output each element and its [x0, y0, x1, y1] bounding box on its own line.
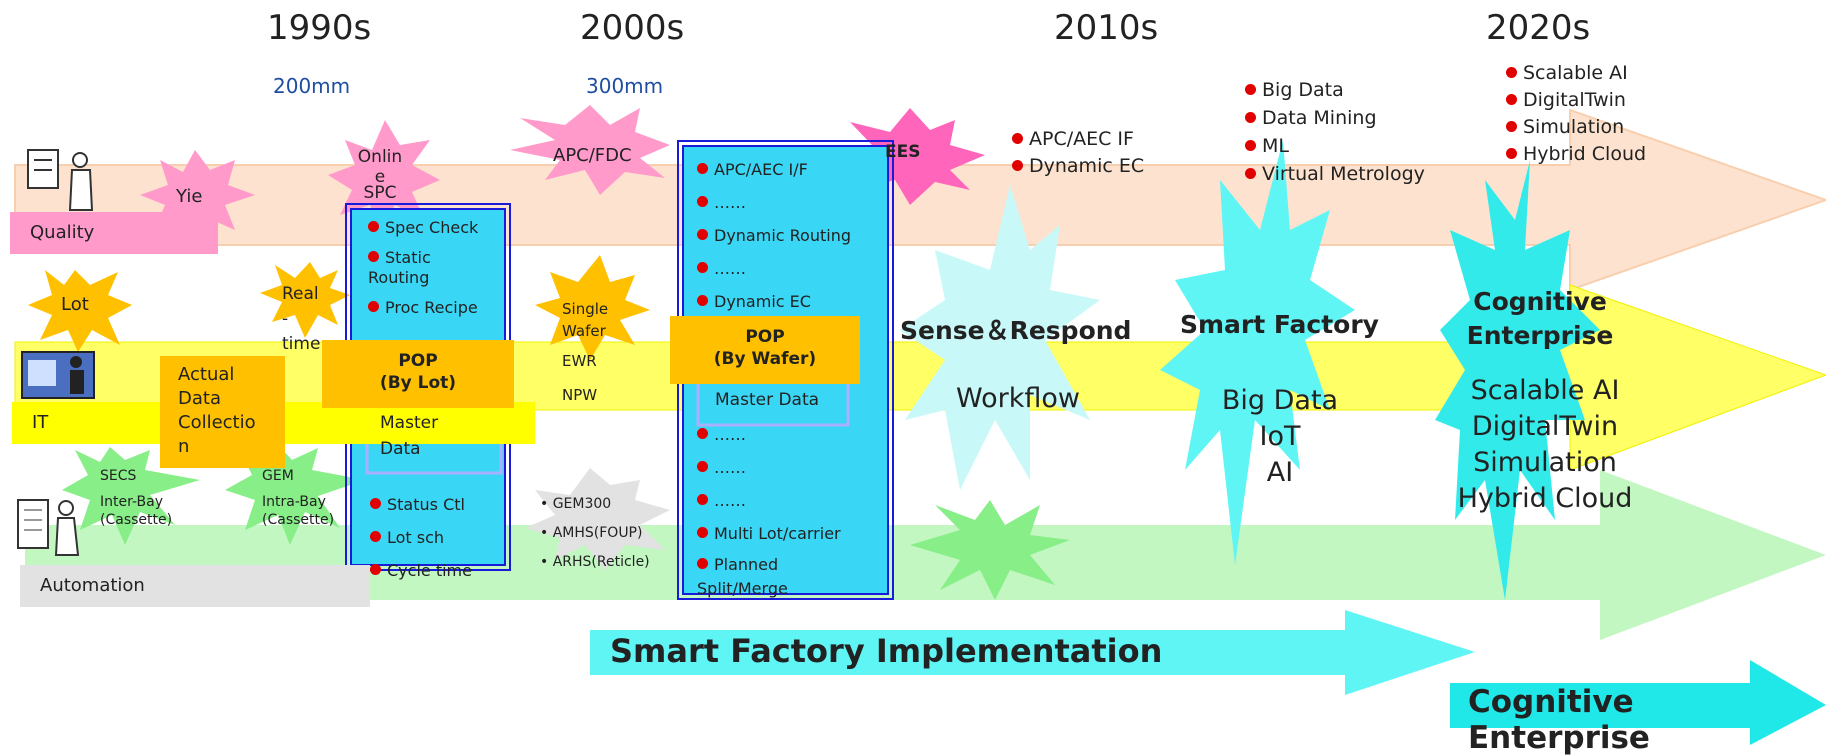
decade-2010s: 2010s — [1054, 8, 1159, 48]
quality-person-icon — [27, 149, 94, 211]
ees-label: EES — [885, 142, 921, 162]
pop-lot-bottom-items: Status Ctl Lot sch Cycle time — [370, 488, 472, 587]
list-big-data: Big Data Data Mining ML Virtual Metrolog… — [1245, 76, 1425, 188]
cognitive-enterprise-label: Cognitive Enterprise — [1468, 684, 1650, 756]
apc-fdc-burst — [510, 105, 670, 195]
automation-box — [20, 565, 370, 607]
real-time-burst — [260, 262, 350, 338]
decade-2020s: 2020s — [1486, 8, 1591, 48]
lot-label: Lot — [61, 294, 89, 315]
pop-wafer-top-items: APC/AEC I/F …… Dynamic Routing …… Dynami… — [697, 153, 851, 318]
actual-data-box — [160, 356, 285, 468]
pop-wafer-master-box — [696, 378, 850, 427]
sense-respond-title: Sense＆Respond — [900, 316, 1132, 345]
pop-lot-title: POP(By Lot) — [379, 351, 457, 393]
pop-lot-top-items: Spec Check Static Routing Proc Recipe — [368, 218, 479, 317]
automation-lane-arrow — [25, 470, 1826, 640]
cognitive-enterprise-arrow — [1450, 660, 1826, 745]
smart-factory-title: Smart Factory — [1180, 310, 1379, 339]
lot-burst — [28, 270, 132, 352]
decade-1990s: 1990s — [267, 8, 372, 48]
smart-factory-burst — [1160, 140, 1355, 565]
yie-label: Yie — [176, 186, 203, 207]
sense-respond-body: Workflow — [956, 383, 1080, 414]
single-wafer-burst — [535, 255, 650, 360]
automation-person-icon — [17, 499, 80, 556]
quality-box — [10, 212, 218, 254]
pop-wafer-master: Master Data — [715, 390, 820, 410]
smart-factory-implementation-arrow — [590, 610, 1475, 695]
quality-label: Quality — [30, 222, 95, 243]
cognitive-burst — [1435, 160, 1600, 600]
sense-respond-burst — [900, 185, 1100, 490]
apc-fdc-label: APC/FDC — [553, 145, 632, 166]
ewr-label: EWR — [562, 352, 597, 370]
smart-factory-implementation-label: Smart Factory Implementation — [610, 632, 1163, 670]
npw-label: NPW — [562, 386, 598, 404]
list-2020s: Scalable AI DigitalTwin Simulation Hybri… — [1506, 60, 1646, 168]
automation-2010s-burst — [910, 500, 1070, 600]
gem-burst — [225, 447, 365, 545]
online-spc-burst — [328, 120, 440, 230]
list-2010s: APC/AEC IF Dynamic EC — [1012, 126, 1144, 180]
pop-wafer-planned: Planned Split/Merge — [697, 555, 788, 598]
pop-wafer-bottom-items: …… …… …… Multi Lot/carrier — [697, 418, 841, 550]
it-person-icon — [21, 351, 95, 399]
wafer-300mm: 300mm — [586, 74, 664, 98]
secs-burst — [62, 447, 200, 545]
automation-label: Automation — [40, 575, 145, 596]
pop-wafer-title-box — [670, 316, 860, 384]
decade-2000s: 2000s — [580, 8, 685, 48]
gem300-burst — [525, 468, 670, 570]
real-time-label: Real-time — [282, 284, 321, 354]
pop-lot-title-box — [322, 340, 514, 408]
it-label: IT — [32, 412, 49, 433]
pop-wafer-title: POP(By Wafer) — [713, 327, 817, 369]
wafer-200mm: 200mm — [273, 74, 351, 98]
gem300-label: • GEM300• AMHS(FOUP)• ARHS(Reticle) — [540, 496, 650, 570]
